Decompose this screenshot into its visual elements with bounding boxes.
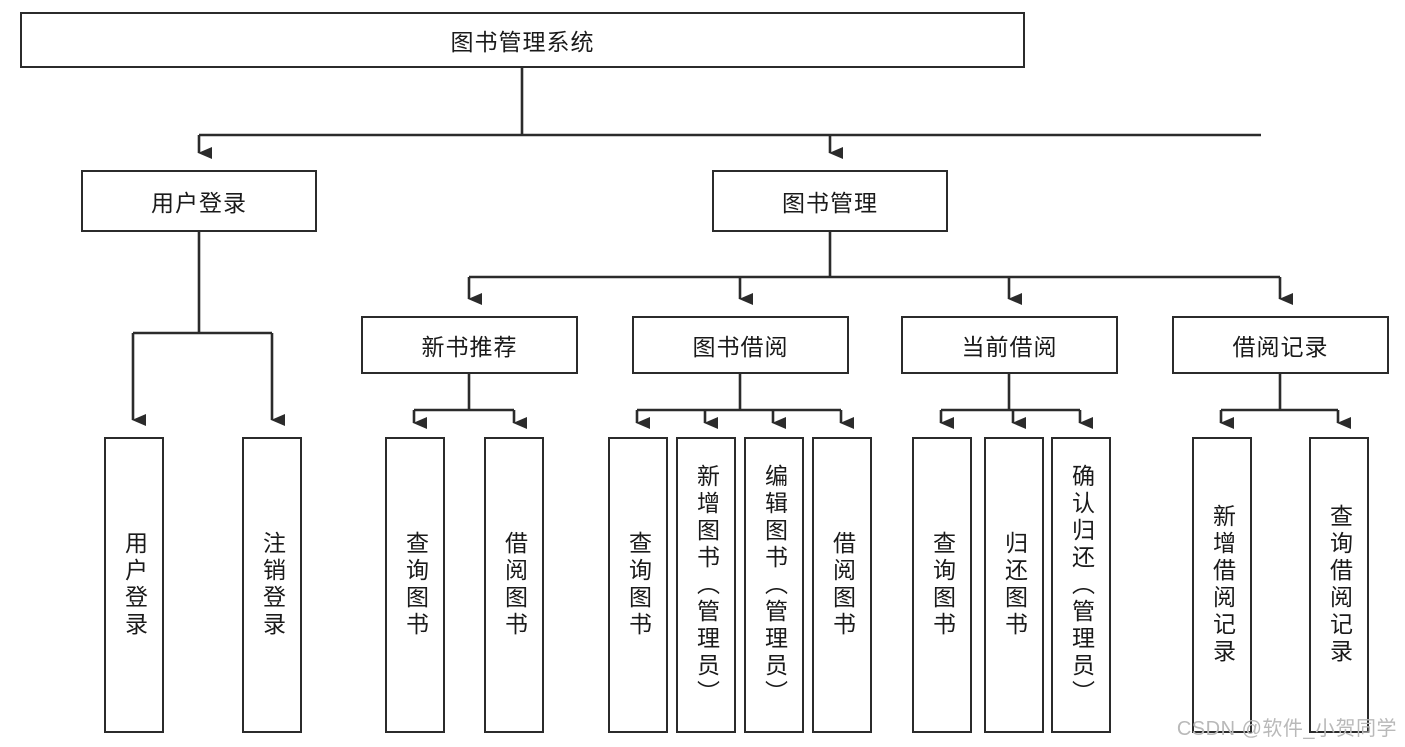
- node-leaf-borrow-book-1[interactable]: 借阅图书: [484, 437, 544, 733]
- node-user-login[interactable]: 用户登录: [81, 170, 317, 232]
- node-leaf-confirm-return-label: 确认归还（管理员）: [1068, 463, 1095, 707]
- node-leaf-logout-label: 注销登录: [259, 531, 286, 639]
- node-leaf-query-book-3-label: 查询图书: [929, 531, 956, 639]
- node-leaf-user-login-label: 用户登录: [121, 531, 148, 639]
- node-borrow-record-label: 借阅记录: [1232, 334, 1329, 360]
- node-current-borrow[interactable]: 当前借阅: [901, 316, 1118, 374]
- node-leaf-add-record-label: 新增借阅记录: [1209, 504, 1236, 666]
- node-leaf-query-book-2[interactable]: 查询图书: [608, 437, 668, 733]
- node-leaf-return-book[interactable]: 归还图书: [984, 437, 1044, 733]
- node-book-manage-label: 图书管理: [782, 190, 878, 216]
- node-leaf-add-book-label: 新增图书（管理员）: [693, 463, 720, 707]
- node-leaf-borrow-book-1-label: 借阅图书: [501, 531, 528, 639]
- node-user-login-label: 用户登录: [151, 190, 247, 216]
- node-leaf-add-book[interactable]: 新增图书（管理员）: [676, 437, 736, 733]
- node-new-book-rec-label: 新书推荐: [421, 334, 518, 360]
- node-new-book-rec[interactable]: 新书推荐: [361, 316, 578, 374]
- node-leaf-return-book-label: 归还图书: [1001, 531, 1028, 639]
- node-book-borrow[interactable]: 图书借阅: [632, 316, 849, 374]
- node-leaf-borrow-book-2[interactable]: 借阅图书: [812, 437, 872, 733]
- node-leaf-query-book-1-label: 查询图书: [402, 531, 429, 639]
- node-leaf-borrow-book-2-label: 借阅图书: [829, 531, 856, 639]
- node-leaf-add-record[interactable]: 新增借阅记录: [1192, 437, 1252, 733]
- node-leaf-edit-book-label: 编辑图书（管理员）: [761, 463, 788, 707]
- node-root-label: 图书管理系统: [450, 29, 595, 55]
- node-leaf-query-book-1[interactable]: 查询图书: [385, 437, 445, 733]
- node-leaf-query-record[interactable]: 查询借阅记录: [1309, 437, 1369, 733]
- node-book-borrow-label: 图书借阅: [692, 334, 789, 360]
- node-root[interactable]: 图书管理系统: [20, 12, 1025, 68]
- node-leaf-query-book-2-label: 查询图书: [625, 531, 652, 639]
- node-leaf-user-login[interactable]: 用户登录: [104, 437, 164, 733]
- node-borrow-record[interactable]: 借阅记录: [1172, 316, 1389, 374]
- node-leaf-logout[interactable]: 注销登录: [242, 437, 302, 733]
- watermark-text: CSDN @软件_小贺同学: [1176, 718, 1397, 740]
- node-leaf-query-record-label: 查询借阅记录: [1326, 504, 1353, 666]
- node-current-borrow-label: 当前借阅: [961, 334, 1058, 360]
- node-book-manage[interactable]: 图书管理: [712, 170, 948, 232]
- node-leaf-confirm-return[interactable]: 确认归还（管理员）: [1051, 437, 1111, 733]
- node-leaf-query-book-3[interactable]: 查询图书: [912, 437, 972, 733]
- node-leaf-edit-book[interactable]: 编辑图书（管理员）: [744, 437, 804, 733]
